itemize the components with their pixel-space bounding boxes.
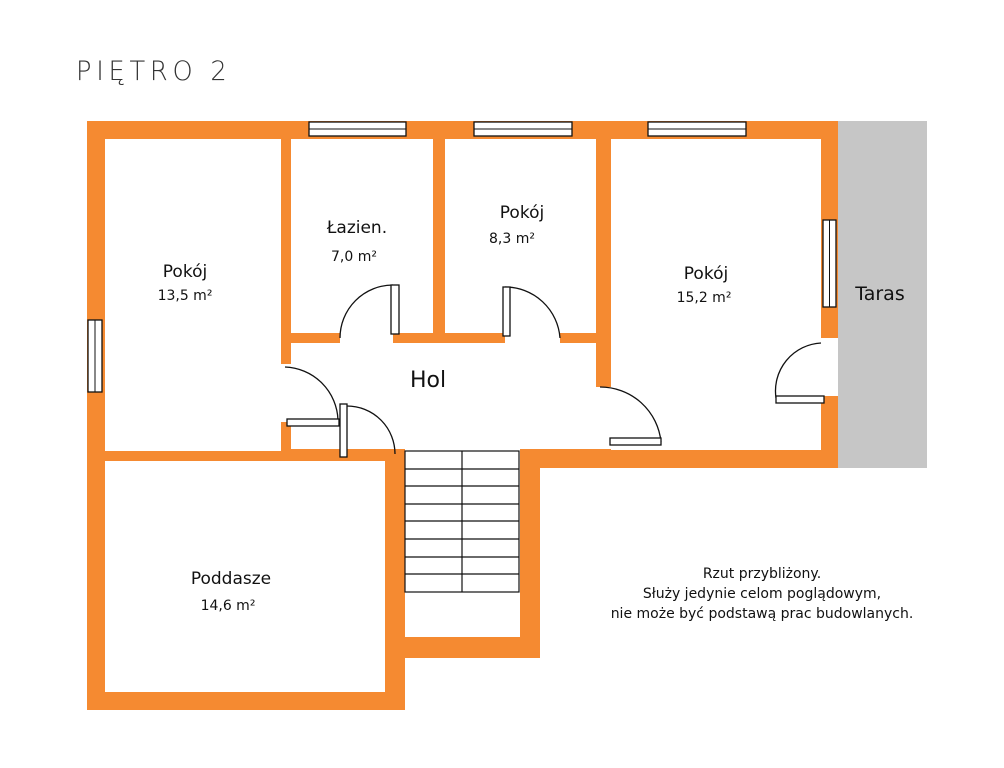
room-pokoj-mid [445,139,596,333]
label-pokoj-left-area: 13,5 m² [158,288,213,304]
lazienka-door-opening [340,333,393,343]
pokoj-mid-door-opening [505,333,560,343]
door-stair [339,403,396,458]
floor-title: PIĘTRO 2 [76,56,232,87]
label-lazienka-area: 7,0 m² [331,249,377,265]
pokoj-door-opening [281,364,291,422]
label-poddasze-area: 14,6 m² [201,598,256,614]
note-line-1: Rzut przybliżony. [703,566,821,582]
terrace-area [838,121,927,468]
label-pokoj-right-name: Pokój [684,264,728,284]
note-line-2: Służy jedynie celom poglądowym, [643,586,881,602]
window-right [822,219,837,308]
staircase [404,450,520,593]
label-pokoj-mid-name: Pokój [500,203,544,223]
door-pokoj-left [284,366,340,427]
label-poddasze-name: Poddasze [191,569,271,589]
terrace-door-opening [821,338,838,396]
label-pokoj-mid-area: 8,3 m² [489,231,535,247]
label-pokoj-right-area: 15,2 m² [677,290,732,306]
window-top-right [647,121,747,137]
door-terrace [774,342,825,404]
door-pokoj-mid [502,286,561,339]
room-pokoj-left [105,139,281,451]
label-taras: Taras [854,283,904,305]
room-hol [291,343,596,449]
note-line-3: nie może być podstawą prac budowlanych. [611,606,914,622]
door-lazienka [339,284,400,339]
label-lazienka-name: Łazien. [326,218,387,238]
door-hol-right [599,386,662,446]
window-left [87,319,103,393]
room-poddasze [105,461,385,692]
window-top-mid [473,121,573,137]
hol-door-opening [596,387,611,449]
room-lazienka [291,139,433,333]
label-hol: Hol [410,368,446,393]
window-top-left [308,121,407,137]
label-pokoj-left-name: Pokój [163,262,207,282]
